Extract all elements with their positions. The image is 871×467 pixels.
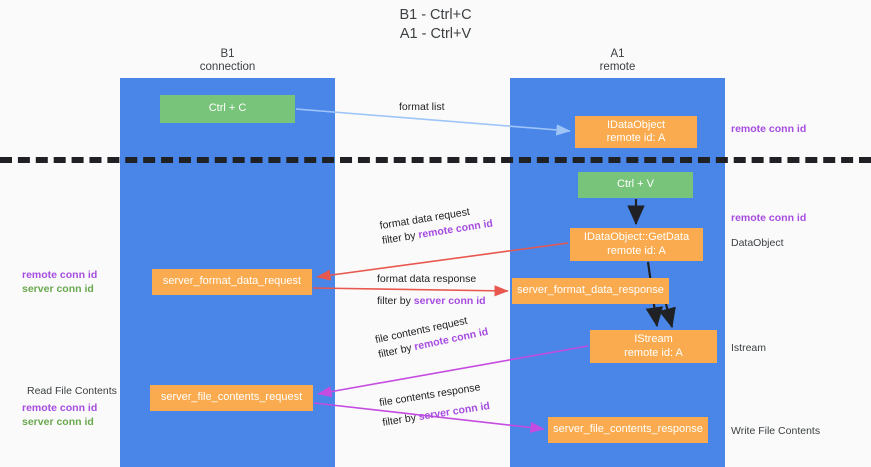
diagram-title: B1 - Ctrl+C A1 - Ctrl+V [399,7,472,42]
annotation-istream: Istream [731,342,767,354]
filter-prefix: filter by [377,295,414,307]
annotation-right-remote-conn-id-2: remote conn id [731,212,807,224]
divider-dashed-line [0,157,871,163]
node-server-file-contents-request[interactable]: server_file_contents_request [150,385,313,411]
node-server-format-data-request[interactable]: server_format_data_request [152,269,312,295]
caption-format-data-response-line2: filter by server conn id [377,294,486,309]
caption-format-list-text: format list [399,101,445,113]
annotation-right-remote-conn-id-1: remote conn id [731,123,807,135]
edge-format-list [295,108,571,136]
node-server-format-data-response[interactable]: server_format_data_response [512,278,669,304]
annotation-left-remote-conn-id-2: remote conn id [22,402,98,414]
edge-response-to-istream [658,303,676,329]
edge-file-contents-response [313,402,545,434]
annotation-left-server-conn-id-1: server conn id [22,283,94,295]
node-istream[interactable]: IStream remote id: A [590,330,717,363]
edge-format-data-request [316,242,569,281]
annotation-write-file-contents: Write File Contents [731,425,821,437]
annotation-left-remote-conn-id-1: remote conn id [22,269,98,281]
edge-format-data-response [312,285,509,297]
node-idataobject-getdata[interactable]: IDataObject::GetData remote id: A [570,228,703,261]
annotation-read-file-contents: Read File Contents [27,385,117,397]
lane-header-a1: A1 remote [599,48,636,73]
node-ctrl-v[interactable]: Ctrl + V [578,172,693,198]
node-idataobject[interactable]: IDataObject remote id: A [575,116,697,148]
node-server-file-contents-response[interactable]: server_file_contents_response [548,417,708,443]
annotation-dataobject: DataObject [731,237,784,249]
caption-format-list: format list [399,100,445,115]
node-ctrl-c[interactable]: Ctrl + C [160,95,295,123]
lane-header-b1: B1 connection [199,48,256,73]
annotation-left-server-conn-id-2: server conn id [22,416,94,428]
caption-format-data-response-line1: format data response [377,273,477,285]
edge-file-contents-request [317,345,589,398]
caption-format-data-response: format data response filter by server co… [377,272,486,309]
filter-key-server-conn-id: server conn id [413,295,486,307]
